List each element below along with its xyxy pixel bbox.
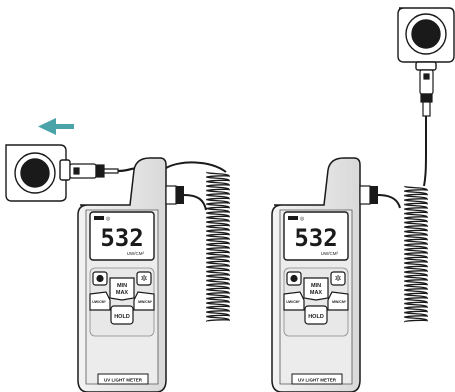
cable-left-top — [166, 162, 226, 172]
right-assembly: ◎ 532 UW/CM² ✲ MIN MAX UW/CM² — [272, 8, 454, 392]
power-button-right[interactable] — [287, 272, 301, 285]
min-max-button-left[interactable]: MIN MAX — [110, 278, 134, 300]
lcd-right: ◎ 532 UW/CM² — [284, 212, 348, 260]
svg-text:UV LIGHT METER: UV LIGHT METER — [104, 378, 143, 383]
lcd-reading-right: 532 — [294, 224, 337, 252]
sensor-lens — [21, 159, 49, 187]
lcd-unit-left: UW/CM² — [127, 251, 145, 256]
svg-text:MW/CM²: MW/CM² — [332, 300, 347, 304]
sensor-head-left — [6, 145, 70, 201]
sensor-lens — [412, 20, 440, 48]
side-jack-right — [370, 186, 378, 204]
unit-button-left-b[interactable]: MW/CM² — [134, 292, 154, 310]
cable-right-bottom — [378, 195, 400, 208]
svg-text:◎: ◎ — [106, 216, 111, 222]
lcd-reading-left: 532 — [100, 224, 143, 252]
side-port-left — [166, 186, 176, 204]
backlight-button-left[interactable]: ✲ — [137, 272, 151, 285]
hold-button-right[interactable]: HOLD — [305, 306, 327, 324]
svg-text:MIN: MIN — [117, 283, 127, 289]
svg-text:UW/CM²: UW/CM² — [92, 300, 106, 304]
svg-text:HOLD: HOLD — [308, 314, 324, 320]
svg-text:MAX: MAX — [116, 290, 129, 296]
svg-text:MAX: MAX — [310, 290, 323, 296]
keypad-left: ✲ MIN MAX UW/CM² MW/CM² HOLD — [90, 268, 154, 336]
svg-text:UV LIGHT METER: UV LIGHT METER — [298, 378, 337, 383]
unit-button-left-a[interactable]: UW/CM² — [90, 292, 110, 310]
model-label-right: UV LIGHT METER — [292, 374, 342, 384]
keypad-right: ✲ MIN MAX UW/CM² MW/CM² HOLD — [284, 268, 348, 336]
unit-button-right-b[interactable]: MW/CM² — [328, 292, 348, 310]
power-icon — [291, 276, 297, 282]
power-button-left[interactable] — [93, 272, 107, 285]
svg-text:MIN: MIN — [311, 283, 321, 289]
backlight-icon: ✲ — [335, 274, 342, 283]
coiled-cable-left — [207, 172, 229, 321]
svg-text:MW/CM²: MW/CM² — [138, 300, 153, 304]
coil-loops — [207, 172, 229, 321]
model-label-left: UV LIGHT METER — [98, 374, 148, 384]
coil-loops — [405, 186, 427, 322]
side-port-right — [360, 186, 370, 204]
left-assembly: ◎ 532 UW/CM² ✲ MIN MAX UW/CM² — [6, 118, 229, 392]
lcd-unit-right: UW/CM² — [321, 251, 339, 256]
lcd-left: ◎ 532 UW/CM² — [90, 212, 154, 260]
connector-plug-left — [70, 164, 118, 178]
left-arrow-icon — [38, 118, 74, 135]
svg-text:◎: ◎ — [300, 216, 305, 222]
cable-left-bottom — [184, 195, 206, 210]
backlight-icon: ✲ — [141, 274, 148, 283]
power-icon — [97, 276, 103, 282]
svg-text:UW/CM²: UW/CM² — [286, 300, 300, 304]
side-jack-left — [176, 186, 184, 204]
min-max-button-right[interactable]: MIN MAX — [304, 278, 328, 300]
coiled-cable-right — [405, 186, 427, 322]
backlight-button-right[interactable]: ✲ — [331, 272, 345, 285]
cable-right-vertical — [424, 116, 426, 186]
unit-button-right-a[interactable]: UW/CM² — [284, 292, 304, 310]
connector-plug-right — [420, 70, 433, 116]
svg-text:HOLD: HOLD — [114, 314, 130, 320]
hold-button-left[interactable]: HOLD — [111, 306, 133, 324]
sensor-head-right — [398, 8, 454, 70]
